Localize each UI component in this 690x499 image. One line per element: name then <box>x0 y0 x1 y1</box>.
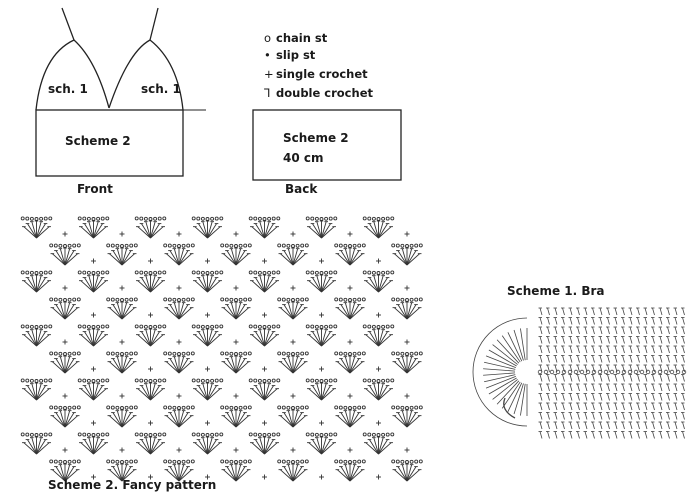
legend-item-slip: • slip st <box>264 48 315 62</box>
fancy-pattern-stitches <box>20 216 423 482</box>
legend-item-single: +single crochet <box>264 67 368 81</box>
chain-stitch-icon: o <box>264 31 272 45</box>
left-cup-outline <box>35 39 110 111</box>
right-cup-label: sch. 1 <box>141 82 181 96</box>
legend-label: chain st <box>276 31 328 45</box>
right-cup-outline <box>108 39 184 111</box>
bra-scheme-stitches <box>472 307 687 439</box>
left-strap <box>61 7 75 41</box>
front-band-label: Scheme 2 <box>65 134 131 148</box>
single-crochet-icon: + <box>264 67 274 81</box>
slip-stitch-icon: • <box>264 48 271 62</box>
front-caption: Front <box>77 182 113 196</box>
legend-label: double crochet <box>276 86 373 100</box>
legend-item-chain: o chain st <box>264 31 327 45</box>
back-band-outline <box>252 109 402 181</box>
fancy-pattern-caption: Scheme 2. Fancy pattern <box>48 478 217 492</box>
back-measure: 40 cm <box>283 151 324 165</box>
back-band-label: Scheme 2 <box>283 131 349 145</box>
left-cup-label: sch. 1 <box>48 82 88 96</box>
legend-label: slip st <box>276 48 316 62</box>
back-caption: Back <box>285 182 318 196</box>
bra-scheme-caption: Scheme 1. Bra <box>507 284 605 298</box>
right-strap <box>149 7 159 41</box>
front-band-outline <box>35 109 184 177</box>
legend-label: single crochet <box>276 67 368 81</box>
double-crochet-icon: Ꞁ <box>264 86 271 100</box>
